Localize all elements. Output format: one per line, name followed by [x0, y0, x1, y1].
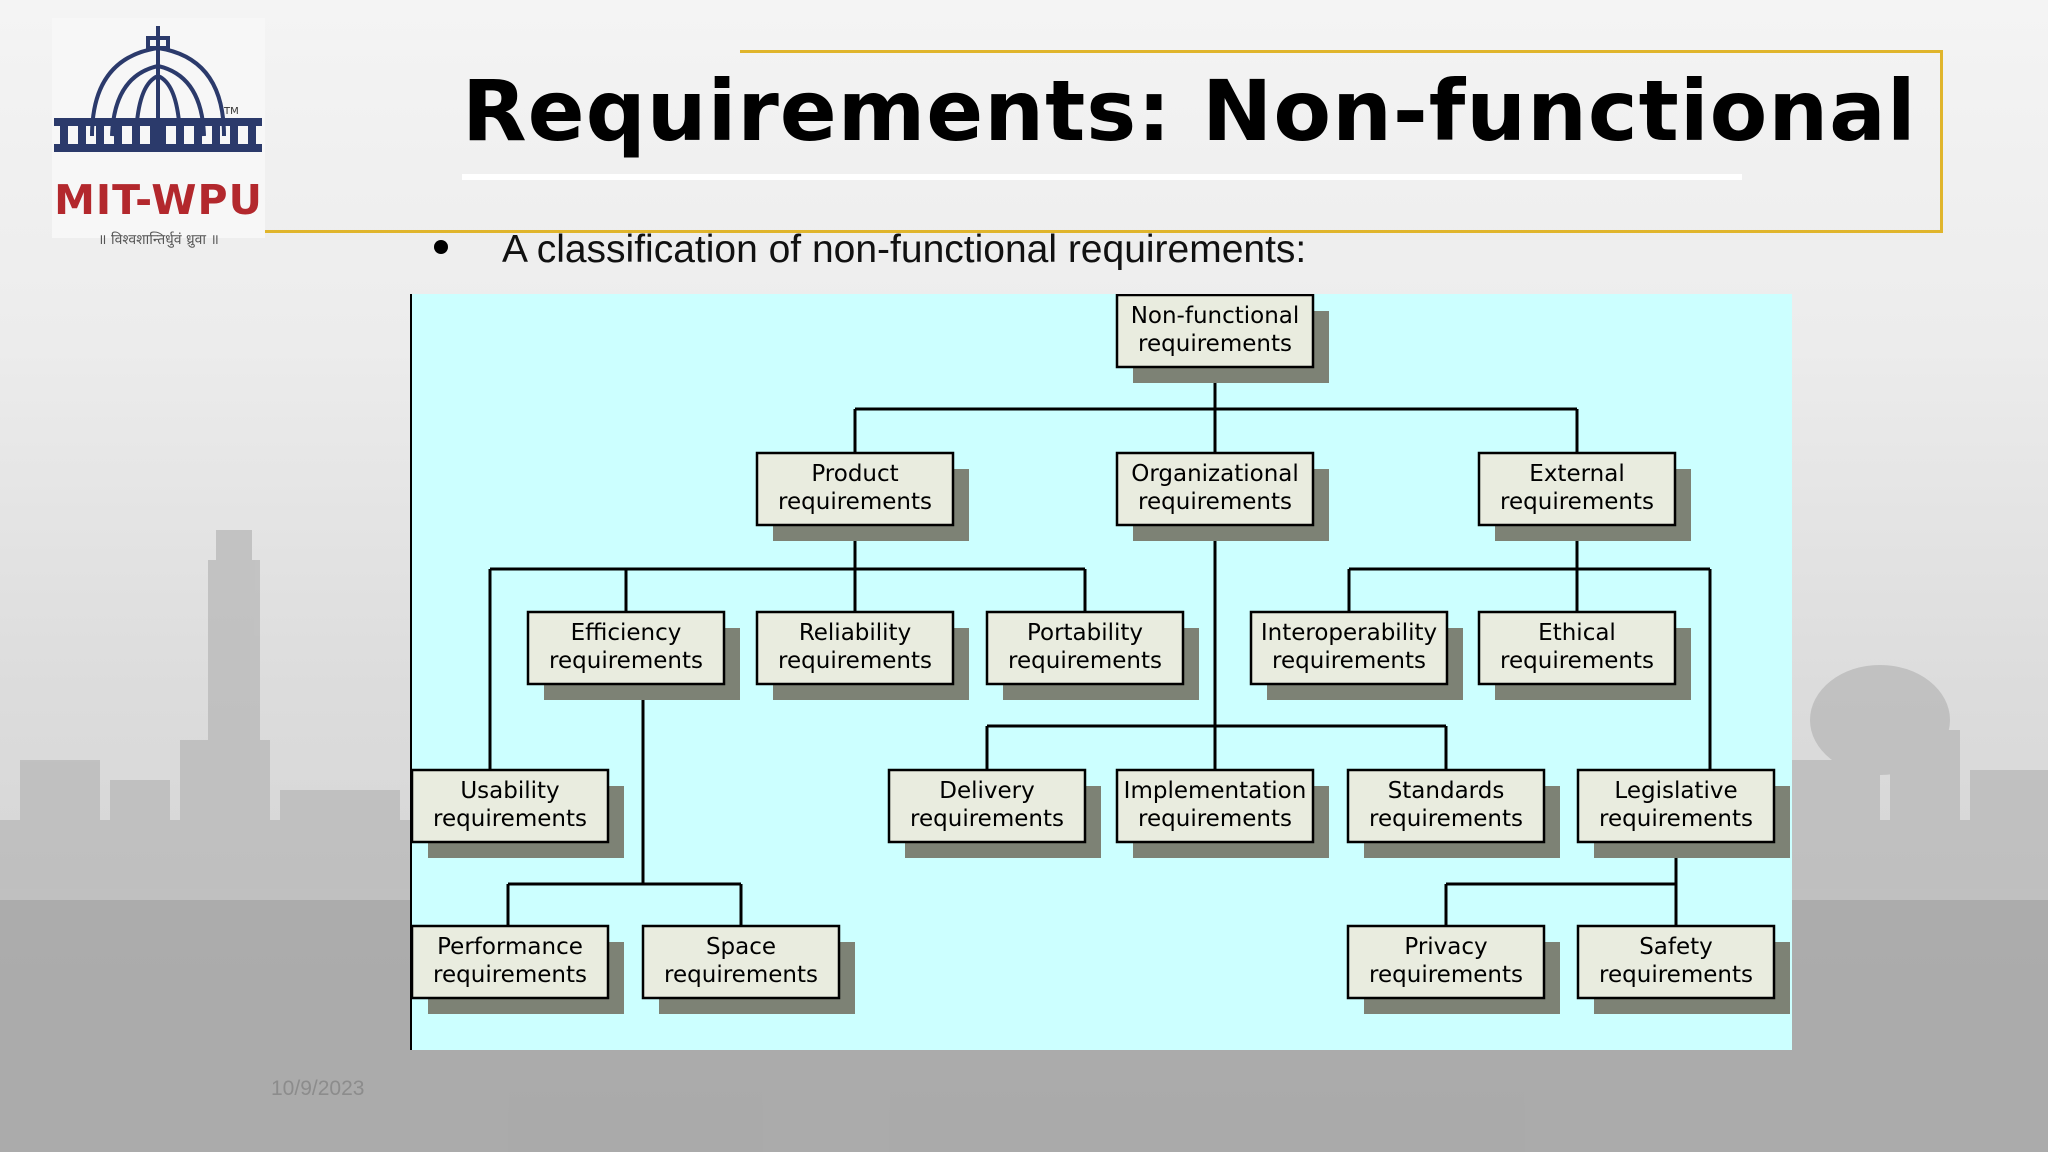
slide-date: 10/9/2023 — [271, 1077, 365, 1100]
title-frame-bottom-border — [265, 230, 1943, 233]
node-box — [1477, 451, 1677, 527]
node-label-line: requirements — [1500, 489, 1654, 515]
nfr-classification-diagram: Non-functionalrequirementsProductrequire… — [410, 294, 1792, 1050]
node-box — [985, 610, 1185, 686]
logo-tagline: ॥ विश्वशान्तिर्धुवं ध्रुवा ॥ — [98, 232, 219, 248]
node-label-line: requirements — [1369, 806, 1523, 832]
node-box — [1115, 294, 1315, 369]
bullet-text: A classification of non-functional requi… — [502, 228, 1307, 271]
node-label-line: requirements — [1599, 962, 1753, 988]
logo-trademark: TM — [224, 106, 239, 117]
diagram-nodes: Non-functionalrequirementsProductrequire… — [410, 294, 1790, 1014]
node-box — [1115, 451, 1315, 527]
node-box — [887, 768, 1087, 844]
diagram-connectors — [488, 367, 1712, 926]
node-label-line: requirements — [1008, 648, 1162, 674]
node-box — [1346, 924, 1546, 1000]
node-label-line: External — [1529, 461, 1624, 487]
node-box — [755, 451, 955, 527]
node-box — [1576, 768, 1776, 844]
node-label-line: Legislative — [1614, 778, 1737, 804]
node-label-line: requirements — [1500, 648, 1654, 674]
mit-wpu-logo: TM MIT-WPU ॥ विश्वशान्तिर्धुवं ध्रुवा ॥ — [52, 18, 265, 248]
node-label-line: requirements — [1599, 806, 1753, 832]
node-box — [526, 610, 726, 686]
node-label-line: requirements — [549, 648, 703, 674]
node-label-line: Usability — [460, 778, 559, 804]
title-frame-top-border — [740, 50, 1942, 53]
node-label-line: Safety — [1639, 934, 1713, 960]
node-box — [1249, 610, 1449, 686]
dome-emblem-icon — [54, 26, 262, 152]
node-label-line: Delivery — [939, 778, 1034, 804]
node-label-line: requirements — [778, 648, 932, 674]
node-label-line: requirements — [910, 806, 1064, 832]
node-box — [1576, 924, 1776, 1000]
node-box — [755, 610, 955, 686]
node-label-line: Implementation — [1124, 778, 1307, 804]
node-label-line: Interoperability — [1261, 620, 1437, 646]
node-label-line: requirements — [1138, 489, 1292, 515]
node-label-line: Reliability — [799, 620, 911, 646]
node-label-line: requirements — [1138, 331, 1292, 357]
node-box — [1477, 610, 1677, 686]
node-label-line: Performance — [437, 934, 583, 960]
node-label-line: requirements — [433, 962, 587, 988]
node-label-line: Portability — [1027, 620, 1143, 646]
bullet-dot — [434, 240, 448, 254]
node-label-line: requirements — [1369, 962, 1523, 988]
node-label-line: Product — [811, 461, 898, 487]
node-box — [1115, 768, 1315, 844]
node-box — [410, 924, 610, 1000]
node-label-line: Ethical — [1538, 620, 1616, 646]
node-label-line: requirements — [1138, 806, 1292, 832]
node-label-line: Space — [706, 934, 776, 960]
slide-title: Requirements: Non-functional — [462, 62, 1917, 160]
title-underline — [462, 174, 1742, 180]
node-box — [641, 924, 841, 1000]
node-label-line: requirements — [1272, 648, 1426, 674]
node-label-line: Organizational — [1131, 461, 1299, 487]
node-box — [1346, 768, 1546, 844]
node-label-line: requirements — [664, 962, 818, 988]
node-label-line: requirements — [778, 489, 932, 515]
node-label-line: Standards — [1388, 778, 1505, 804]
logo-name: MIT-WPU — [54, 176, 263, 224]
node-label-line: requirements — [433, 806, 587, 832]
node-label-line: Non-functional — [1131, 303, 1300, 329]
title-frame-right-border — [1940, 50, 1943, 233]
node-label-line: Privacy — [1404, 934, 1487, 960]
node-label-line: Efficiency — [571, 620, 682, 646]
node-box — [410, 768, 610, 844]
